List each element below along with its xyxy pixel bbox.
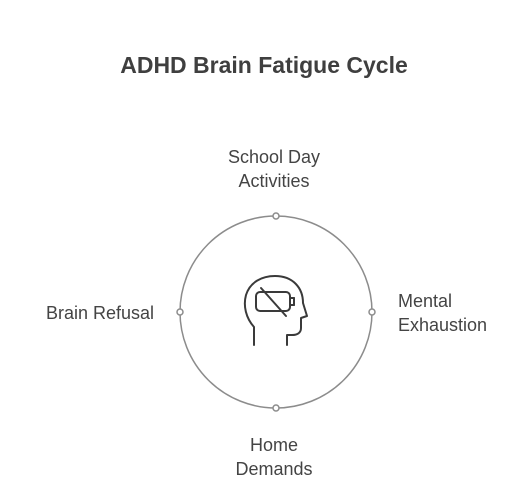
stage-label-line: Exhaustion [398,315,488,335]
node-right [368,308,376,316]
stage-home-demands: Home Demands [194,433,354,481]
node-left [176,308,184,316]
stage-brain-refusal: Brain Refusal [20,301,154,325]
node-top [272,212,280,220]
stage-label-line: Mental [398,291,453,311]
stage-label-line: Brain Refusal [45,303,154,323]
diagram-title: ADHD Brain Fatigue Cycle [120,52,408,78]
stage-label-line: School Day [227,147,321,167]
stage-mental-exhaustion: Mental Exhaustion [398,289,518,337]
node-bottom [272,404,280,412]
brain-low-battery-icon [243,275,308,346]
stage-label-line: Demands [235,459,313,479]
stage-label-line: Home [249,435,298,455]
stage-label-line: Activities [238,171,310,191]
stage-school-day-activities: School Day Activities [194,145,354,193]
